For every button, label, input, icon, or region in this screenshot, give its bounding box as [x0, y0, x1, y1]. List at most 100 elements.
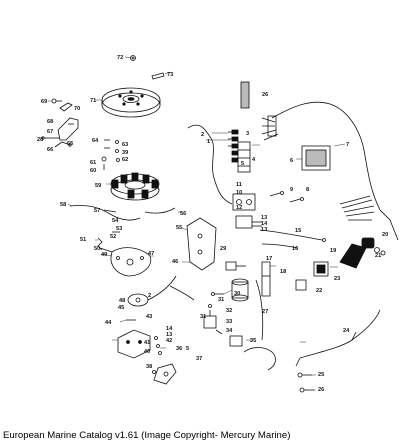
callout-4: 4: [252, 157, 256, 163]
callout-13c: 13: [166, 332, 172, 338]
solenoid-29: [231, 278, 249, 302]
callout-10: 10: [236, 190, 242, 196]
callout-48: 48: [119, 298, 125, 304]
piece-34: [229, 335, 243, 347]
callout-51: 51: [80, 237, 86, 243]
callout-60: 60: [90, 168, 96, 174]
terminal-block: [237, 141, 251, 173]
callout-21: 21: [375, 253, 381, 259]
callout-42: 42: [166, 338, 172, 344]
screws-column: [101, 139, 120, 170]
leader-lines: [48, 56, 346, 391]
callout-52: 52: [110, 234, 116, 240]
stator: [110, 172, 160, 201]
callout-57: 57: [94, 208, 100, 214]
callout-54: 54: [112, 218, 119, 224]
screw-25-26: [297, 372, 314, 393]
callout-27: 27: [262, 309, 268, 315]
callout-71: 71: [90, 98, 96, 104]
callout-5b: 5: [186, 346, 189, 352]
callout-40: 40: [144, 349, 150, 355]
callout-5: 5: [241, 161, 244, 167]
callout-38: 38: [146, 364, 152, 370]
bracket: [186, 217, 217, 271]
callout-39: 39: [122, 150, 128, 156]
callout-65: 65: [67, 141, 73, 147]
flywheel: [101, 87, 161, 118]
piece-31-32-33: [203, 304, 223, 335]
callout-11: 11: [236, 182, 242, 188]
callout-49: 49: [101, 252, 107, 258]
callout-19: 19: [330, 248, 336, 254]
clip-70: [59, 102, 73, 112]
wire-24: [295, 309, 381, 367]
callout-56: 56: [180, 211, 186, 217]
callout-26b: 26: [318, 387, 324, 393]
callout-43: 43: [146, 314, 152, 320]
callout-25: 25: [318, 372, 324, 378]
callout-73: 73: [167, 72, 173, 78]
callout-13: 13: [261, 215, 267, 221]
callout-18: 18: [280, 269, 286, 275]
callout-2a: 2: [201, 132, 204, 138]
callout-22: 22: [316, 288, 322, 294]
callout-14: 14: [261, 221, 268, 227]
wire-35: [243, 347, 276, 371]
callout-1: 1: [207, 139, 210, 145]
callout-36: 36: [176, 346, 182, 352]
callout-34: 34: [226, 328, 233, 334]
callout-47: 47: [148, 251, 154, 257]
callout-20: 20: [382, 232, 388, 238]
callout-70: 70: [74, 106, 80, 112]
callout-13b: 13: [261, 227, 267, 233]
coil-13-14: [235, 215, 262, 229]
callout-7: 7: [346, 142, 349, 148]
image-caption: European Marine Catalog v1.61 (Image Cop…: [3, 430, 291, 441]
screw-38: [152, 370, 156, 374]
callout-58: 58: [60, 202, 66, 208]
callout-12: 12: [236, 205, 242, 211]
callout-41: 41: [144, 340, 150, 346]
arm-48: [127, 275, 177, 307]
wiring-harness: [261, 101, 399, 241]
wire-58: [69, 205, 141, 221]
ignition-module: [232, 193, 256, 211]
block-44-45: [117, 329, 151, 359]
plate-23: [295, 279, 307, 291]
callout-37: 37: [196, 356, 202, 362]
callout-2b: 2: [148, 293, 151, 299]
callout-26: 26: [262, 92, 268, 98]
callout-6: 6: [290, 158, 293, 164]
callout-labels: 72 73 71 69 70 26 68 67 28 65 66 2 3 1 6…: [37, 55, 388, 393]
callout-33: 33: [226, 319, 232, 325]
decal-26: [240, 81, 250, 109]
wire-57: [103, 209, 117, 213]
callout-35: 35: [250, 338, 256, 344]
wire-56: [144, 207, 176, 214]
callout-46: 46: [172, 259, 178, 265]
throttle-cam: [110, 247, 152, 277]
callout-23: 23: [334, 276, 340, 282]
callout-59: 59: [95, 183, 101, 189]
callout-64: 64: [92, 138, 99, 144]
screw-69: [51, 98, 62, 104]
link-50: [99, 247, 113, 253]
callout-31b: 31: [200, 314, 206, 320]
exploded-parts-diagram: 72 73 71 69 70 26 68 67 28 65 66 2 3 1 6…: [37, 55, 399, 393]
wire-2: [187, 124, 233, 205]
piece-17: [225, 261, 246, 271]
callout-63: 63: [122, 142, 128, 148]
callout-24: 24: [343, 328, 350, 334]
lead-15: [259, 229, 326, 242]
callout-72: 72: [117, 55, 123, 61]
callout-61: 61: [90, 160, 96, 166]
screws-40-42: [154, 336, 162, 355]
callout-53: 53: [116, 226, 122, 232]
cable-27: [255, 279, 264, 341]
callout-9: 9: [290, 187, 293, 193]
callout-31: 31: [218, 297, 224, 303]
callout-44: 44: [105, 320, 112, 326]
callout-32: 32: [226, 308, 232, 314]
callout-28: 28: [37, 137, 43, 143]
callout-29: 29: [220, 246, 226, 252]
